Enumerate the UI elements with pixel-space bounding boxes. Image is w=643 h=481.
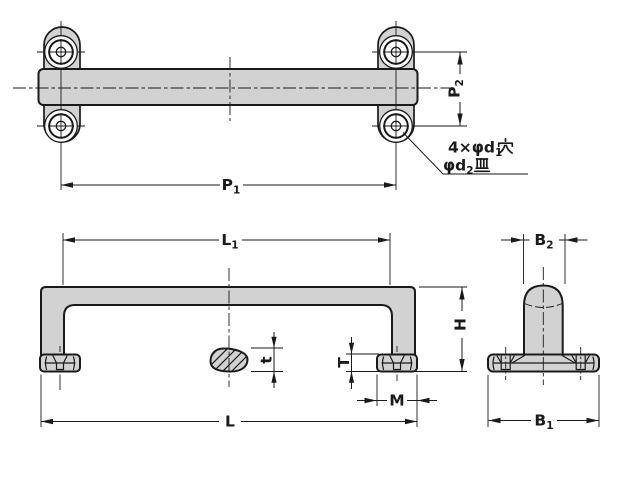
kanji-ana-hole-glyph — [497, 137, 514, 155]
cross-section-hatching — [210, 348, 248, 372]
grip-transition-line — [524, 303, 563, 308]
dim-b2: B2 — [501, 231, 588, 284]
label-p1: P1 — [222, 176, 241, 197]
left-foot-countersink-detail — [44, 355, 76, 371]
kanji-sara-countersink-glyph — [473, 158, 491, 173]
dim-l1: L1 — [62, 231, 391, 285]
countersunk-holes — [44, 35, 413, 143]
centerlines-front — [59, 268, 398, 390]
hole-note-line2: φd2 — [443, 157, 474, 178]
handle-body-front — [40, 286, 416, 356]
leader-line — [402, 132, 528, 175]
label-t-lower: t — [258, 356, 276, 364]
dim-t-lower: t — [251, 332, 283, 388]
label-l: L — [225, 413, 235, 431]
dim-p2: P2 — [446, 52, 467, 126]
dim-p1: P1 — [61, 176, 396, 197]
hole-note: 4×φd1 φd2 — [402, 132, 528, 178]
dim-t-upper: T — [335, 337, 467, 389]
label-h: H — [452, 318, 470, 331]
grip-cross-section — [209, 347, 249, 373]
handle-bar-top — [37, 68, 419, 106]
label-b2: B2 — [534, 231, 553, 252]
centerlines-side — [505, 267, 582, 385]
label-b1: B1 — [534, 412, 553, 433]
label-m: M — [389, 392, 404, 410]
label-l1: L1 — [221, 231, 238, 252]
front-view: L1 L t T H — [39, 231, 470, 431]
right-foot-countersink-detail — [381, 355, 413, 371]
dim-h: H — [419, 286, 470, 371]
hole-crosshairs — [48, 39, 409, 139]
top-view: P1 P2 4×φd1 φd2 — [13, 21, 528, 197]
dim-l: L — [40, 374, 417, 431]
dim-b1: B1 — [487, 375, 600, 433]
dim-m: M — [357, 374, 437, 427]
side-view: B2 B1 — [487, 231, 600, 433]
label-t-upper: T — [335, 357, 353, 368]
label-p2: P2 — [446, 79, 467, 98]
